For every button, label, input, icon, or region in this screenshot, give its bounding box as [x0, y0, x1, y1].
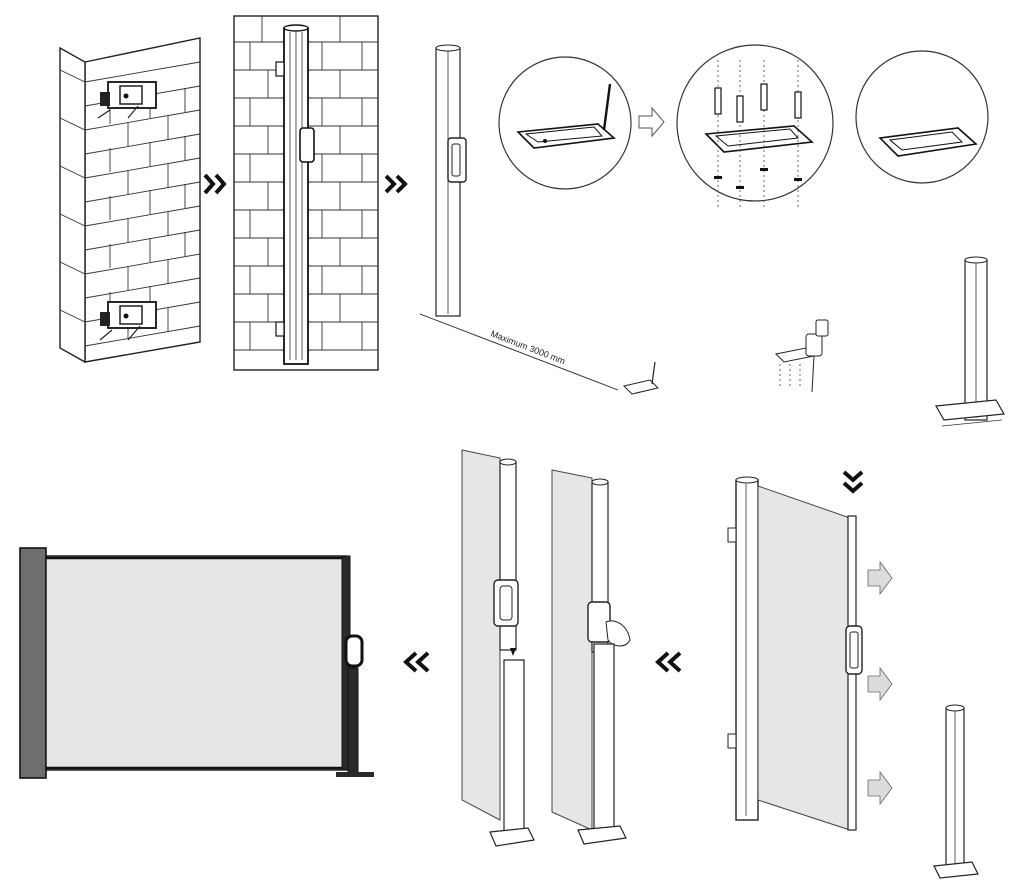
wall-bracket-top: [97, 81, 157, 119]
cassette-post: [275, 24, 315, 365]
cassette-post-freestanding: [435, 44, 467, 317]
detail-circle-bolts: [676, 44, 834, 210]
double-chevron-right-icon: [203, 173, 227, 195]
double-chevron-left-icon: [655, 651, 682, 673]
step-finished-screen: [19, 547, 374, 779]
drill-icon: [774, 319, 829, 393]
wall-post: [19, 547, 47, 779]
dimension-label: Maximum 3000 mm: [489, 329, 566, 367]
arrow-right-icon: [638, 106, 665, 138]
step-floor-plate-detail: [498, 44, 989, 210]
screen-fabric: [45, 555, 347, 771]
double-chevron-right-icon: [384, 174, 408, 194]
arrow-right-icon: [867, 560, 893, 596]
wall-bracket-bottom: [99, 301, 157, 341]
brick-pattern-1: [59, 61, 201, 347]
detail-circle-plate-finished: [855, 50, 989, 184]
support-foot: [336, 772, 374, 777]
step-pull-screen: [727, 476, 863, 831]
handle: [344, 634, 364, 668]
step-insert-pole-a: [461, 449, 535, 847]
dimension-line: [419, 313, 619, 391]
arrow-right-icon: [867, 770, 893, 806]
step-insert-pole-b: [551, 469, 631, 845]
double-chevron-left-icon: [403, 651, 430, 673]
arrow-right-icon: [867, 666, 893, 702]
detail-circle-plate: [498, 56, 632, 190]
floor-plate-small: [623, 361, 659, 395]
double-chevron-down-icon: [842, 470, 864, 494]
support-pole: [347, 667, 359, 775]
standing-post-right: [935, 256, 1005, 427]
standing-post-bottom: [933, 704, 979, 879]
step-wall-brackets: [59, 37, 201, 364]
step-cassette-on-wall: [233, 15, 379, 371]
